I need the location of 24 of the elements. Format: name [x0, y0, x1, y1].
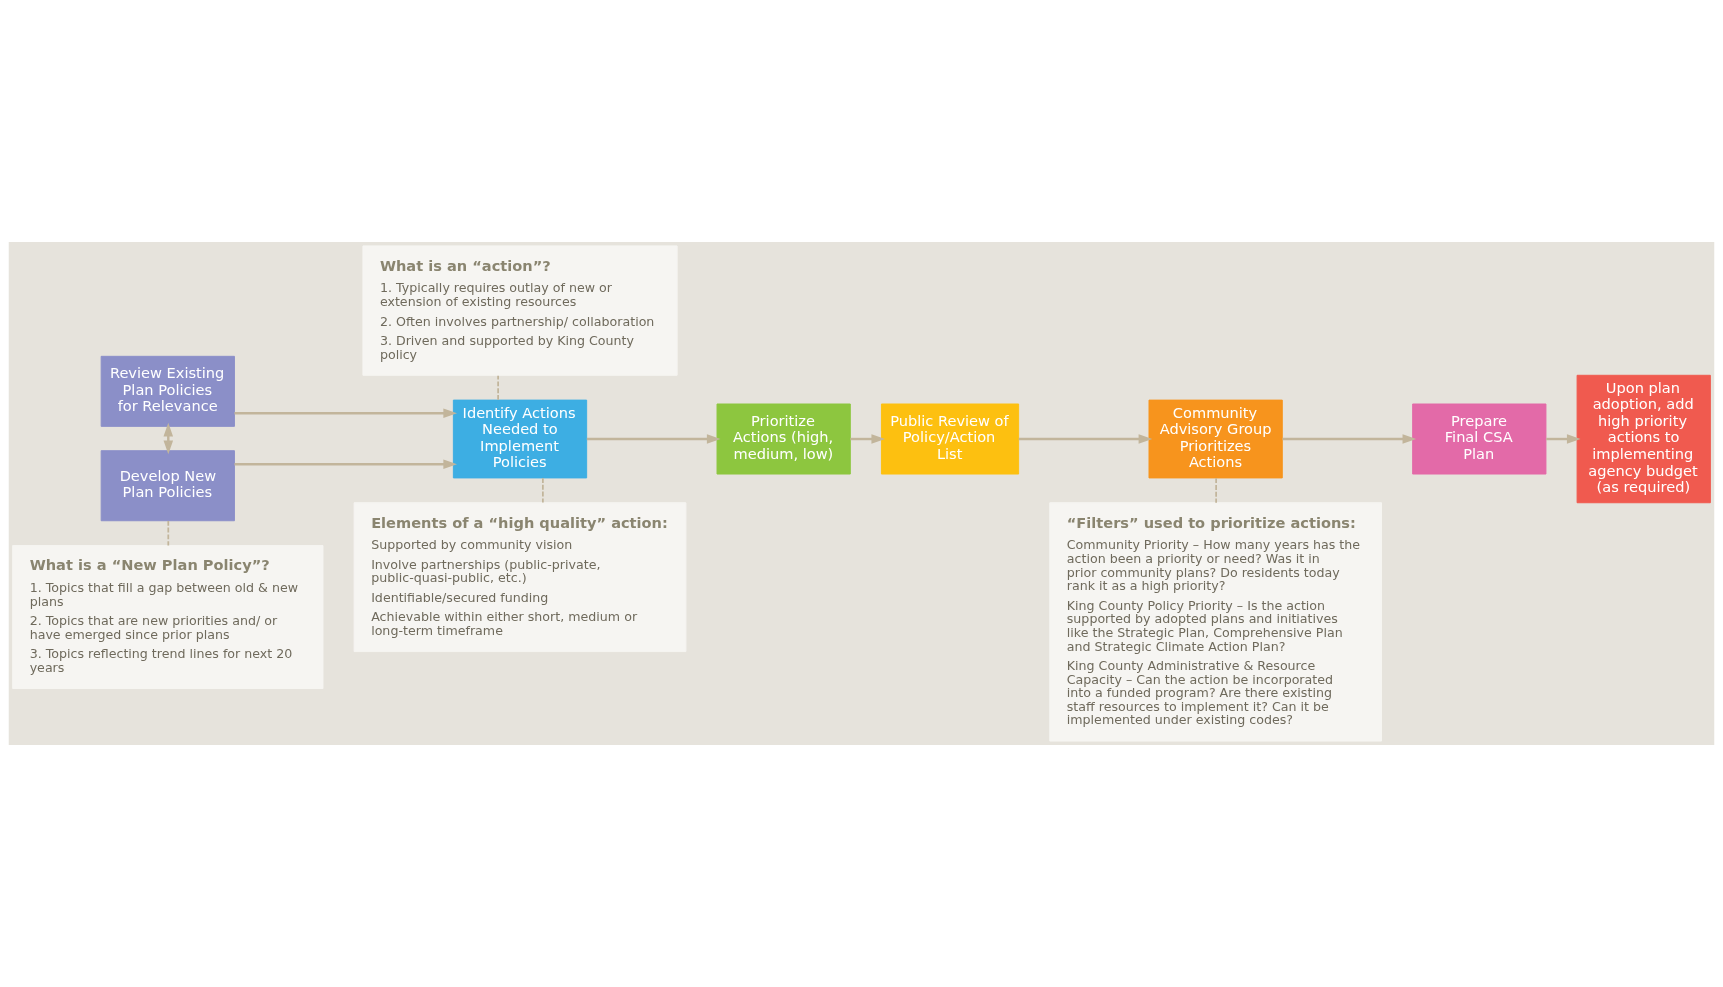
arrow — [163, 422, 174, 455]
node-box: Public Review of Policy/Action List — [880, 403, 1020, 475]
node-box: Develop New Plan Policies — [100, 450, 235, 522]
arrow — [234, 408, 457, 418]
node-box: Review Existing Plan Policies for Relevance — [100, 355, 235, 427]
connector — [167, 520, 170, 547]
arrow — [234, 459, 457, 470]
connector — [497, 374, 499, 401]
node-box: Prioritize Actions (high, medium, low) — [716, 403, 851, 475]
node-box: Identify Actions Needed to Implement Policies — [452, 399, 588, 479]
arrow — [1546, 434, 1581, 444]
arrow — [1018, 434, 1153, 444]
node-box: “Filters” used to prioritize actions: Community Priority – How many years has the action been a priority or need? Was it in prior community plans? Do residents today rank it as a high priority? King County Policy Priority – Is the action supported by adopted plans and initiatives like the Strategic Plan, Comprehensive Plan and Strategic Climate Action Plan? King County Administrative & Resource Capacity – Can the action be incorporated into a funded program? Are there existing staff resources to implement it? Can it be implemented under existing codes? — [1049, 502, 1382, 742]
node-box: Prepare Final CSA Plan — [1412, 403, 1547, 475]
node-box: What is a “New Plan Policy”? 1. Topics that fill a gap between old & new plans 2. Topics that are new priorities and/ or have emerged since prior plans 3. Topics reflecting trend lines for next 20 years — [12, 545, 324, 690]
node-box: What is an “action”? 1. Typically requires outlay of new or extension of existing resources 2. Often involves partnership/ collaboration 3. Driven and supported by King County policy — [362, 245, 678, 376]
node-box: Upon plan adoption, add high priority actions to implementing agency budget (as required) — [1576, 374, 1711, 504]
arrow — [850, 434, 886, 444]
node-box: Elements of a “high quality” action: Supported by community vision Involve partnerships (public-private, public-quasi-public, etc.) Identifiable/secured funding Achievable within either short, medium or long-term timeframe — [353, 502, 687, 653]
arrow — [1282, 434, 1417, 444]
arrow — [586, 434, 721, 444]
node-box: Community Advisory Group Prioritizes Actions — [1148, 399, 1283, 479]
connector — [542, 477, 544, 504]
connector — [1215, 477, 1217, 504]
